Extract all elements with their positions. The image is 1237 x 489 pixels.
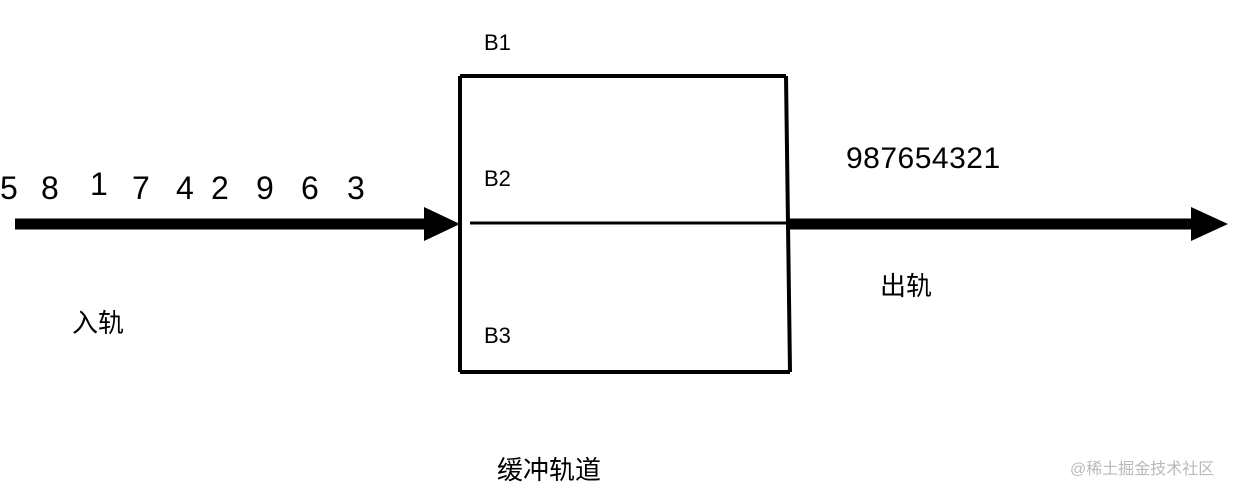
input-digit: 6 bbox=[301, 170, 319, 206]
input-digit: 9 bbox=[256, 170, 274, 206]
watermark: @稀土掘金技术社区 bbox=[1070, 461, 1215, 478]
input-digit: 7 bbox=[132, 170, 150, 206]
entry-arrow-head bbox=[424, 207, 460, 241]
buffer-label-b1: B1 bbox=[484, 30, 511, 55]
input-digit: 4 bbox=[176, 170, 194, 206]
input-digit: 5 bbox=[0, 170, 18, 206]
entry-track-label: 入轨 bbox=[72, 308, 125, 338]
exit-arrow-head bbox=[1191, 207, 1228, 241]
buffer-label-b3: B3 bbox=[484, 323, 511, 348]
input-digit: 2 bbox=[211, 170, 229, 206]
input-digit: 3 bbox=[347, 170, 365, 206]
input-digit: 1 bbox=[90, 166, 108, 202]
output-sequence: 987654321 bbox=[846, 142, 1001, 175]
exit-track-label: 出轨 bbox=[880, 271, 933, 301]
buffer-tracks-label: 缓冲轨道 bbox=[497, 455, 602, 485]
buffer-label-b2: B2 bbox=[484, 166, 511, 191]
input-digit: 8 bbox=[41, 170, 59, 206]
